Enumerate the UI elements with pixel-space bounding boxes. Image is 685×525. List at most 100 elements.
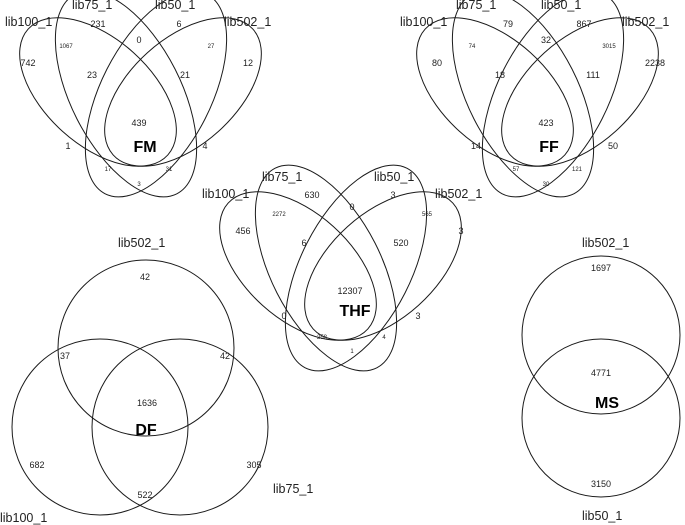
df-region-value: 522	[137, 490, 152, 500]
thf-region-value: 3	[415, 311, 420, 321]
thf-region-value: 630	[304, 190, 319, 200]
df-circle-lib502	[57, 259, 235, 437]
ms-circle-lib50	[521, 338, 681, 498]
venn-fm: lib100_1 lib75_1 lib50_1 lib502_1 742 23…	[5, 0, 271, 198]
ms-region-value: 1697	[591, 263, 611, 273]
ff-region-value: 111	[586, 70, 600, 80]
fm-region-value: 742	[20, 58, 35, 68]
ff-region-value: 32	[541, 35, 551, 45]
ff-region-value: 423	[538, 118, 553, 128]
thf-set-label-lib50: lib50_1	[374, 170, 414, 184]
ff-region-value: 57	[513, 167, 520, 173]
df-region-value: 1636	[137, 398, 157, 408]
fm-ellipse-lib50	[84, 0, 228, 198]
ff-set-label-lib50: lib50_1	[541, 0, 581, 12]
df-center-label: DF	[135, 422, 157, 439]
fm-set-label-lib75: lib75_1	[72, 0, 112, 12]
df-set-label-lib502: lib502_1	[118, 236, 165, 250]
fm-set-label-lib502: lib502_1	[224, 15, 271, 29]
thf-ellipse-lib502	[304, 191, 462, 341]
venn-ff: lib100_1 lib75_1 lib50_1 lib502_1 80 79 …	[400, 0, 669, 198]
thf-ellipse-lib50	[284, 164, 428, 372]
thf-region-value: 0	[281, 311, 286, 321]
thf-ellipse-lib100	[219, 191, 377, 341]
ms-circle-lib502	[521, 255, 681, 415]
thf-center-label: THF	[339, 303, 370, 320]
thf-set-label-lib100: lib100_1	[202, 187, 249, 201]
ff-region-value: 50	[608, 141, 618, 151]
venn-thf: lib100_1 lib75_1 lib50_1 lib502_1 456 63…	[202, 164, 482, 372]
ff-region-value: 80	[432, 58, 442, 68]
fm-region-value: 17	[105, 167, 112, 173]
fm-set-label-lib100: lib100_1	[5, 15, 52, 29]
fm-region-value: 31	[166, 167, 173, 173]
fm-region-value: 21	[180, 70, 190, 80]
ff-region-value: 18	[495, 70, 505, 80]
df-set-label-lib100: lib100_1	[0, 511, 47, 525]
fm-region-value: 1	[65, 141, 70, 151]
ff-ellipse-lib75	[451, 0, 595, 198]
ff-region-value: 74	[469, 44, 476, 50]
thf-region-value: 4	[382, 335, 386, 341]
ms-region-value: 3150	[591, 479, 611, 489]
ff-region-value: 14	[471, 141, 481, 151]
fm-region-value: 439	[131, 118, 146, 128]
fm-region-value: 6	[176, 19, 181, 29]
fm-set-label-lib50: lib50_1	[155, 0, 195, 12]
thf-region-value: 520	[393, 238, 408, 248]
thf-region-value: 456	[235, 226, 250, 236]
ff-region-value: 867	[576, 19, 591, 29]
df-region-value: 682	[29, 460, 44, 470]
ff-ellipse-lib502	[501, 17, 659, 167]
thf-region-value: 12307	[337, 286, 362, 296]
thf-region-value: 565	[422, 212, 433, 218]
fm-ellipse-lib100	[19, 17, 177, 167]
ms-center-label: MS	[595, 395, 619, 412]
df-circle-lib100	[11, 338, 189, 516]
ff-set-label-lib100: lib100_1	[400, 15, 447, 29]
venn-ms: lib502_1 lib50_1 1697 4771 3150 MS	[521, 236, 681, 523]
fm-region-value: 231	[90, 19, 105, 29]
fm-region-value: 1067	[59, 44, 73, 50]
fm-region-value: 12	[243, 58, 253, 68]
ff-region-value: 3015	[602, 44, 616, 50]
thf-set-label-lib75: lib75_1	[262, 170, 302, 184]
ff-ellipse-lib100	[416, 17, 574, 167]
ff-set-label-lib502: lib502_1	[622, 15, 669, 29]
ff-center-label: FF	[539, 139, 559, 156]
thf-ellipse-lib75	[254, 164, 398, 372]
fm-region-value: 3	[137, 182, 141, 188]
ff-region-value: 121	[572, 167, 583, 173]
thf-region-value: 3	[390, 190, 395, 200]
df-region-value: 37	[60, 351, 70, 361]
fm-region-value: 23	[87, 70, 97, 80]
ff-set-label-lib75: lib75_1	[456, 0, 496, 12]
fm-region-value: 0	[136, 35, 141, 45]
df-region-value: 42	[140, 272, 150, 282]
ff-region-value: 79	[503, 19, 513, 29]
df-region-value: 42	[220, 351, 230, 361]
fm-ellipse-lib75	[54, 0, 198, 198]
thf-region-value: 0	[349, 202, 354, 212]
ms-set-label-lib502: lib502_1	[582, 236, 629, 250]
ff-region-value: 2238	[645, 58, 665, 68]
fm-ellipse-lib502	[104, 17, 262, 167]
fm-region-value: 4	[202, 141, 207, 151]
fm-region-value: 27	[208, 44, 215, 50]
df-region-value: 305	[246, 460, 261, 470]
ms-set-label-lib50: lib50_1	[582, 509, 622, 523]
thf-region-value: 1	[350, 349, 354, 355]
fm-center-label: FM	[133, 139, 156, 156]
ff-ellipse-lib50	[481, 0, 625, 198]
ff-region-value: 30	[543, 182, 550, 188]
thf-region-value: 258	[317, 335, 328, 341]
thf-region-value: 2272	[272, 212, 286, 218]
thf-region-value: 3	[458, 226, 463, 236]
thf-region-value: 6	[301, 238, 306, 248]
df-set-label-lib75: lib75_1	[273, 482, 313, 496]
df-circle-lib75	[91, 338, 269, 516]
venn-df: lib502_1 lib100_1 lib75_1 42 37 42 1636 …	[0, 236, 313, 525]
thf-set-label-lib502: lib502_1	[435, 187, 482, 201]
ms-region-value: 4771	[591, 368, 611, 378]
